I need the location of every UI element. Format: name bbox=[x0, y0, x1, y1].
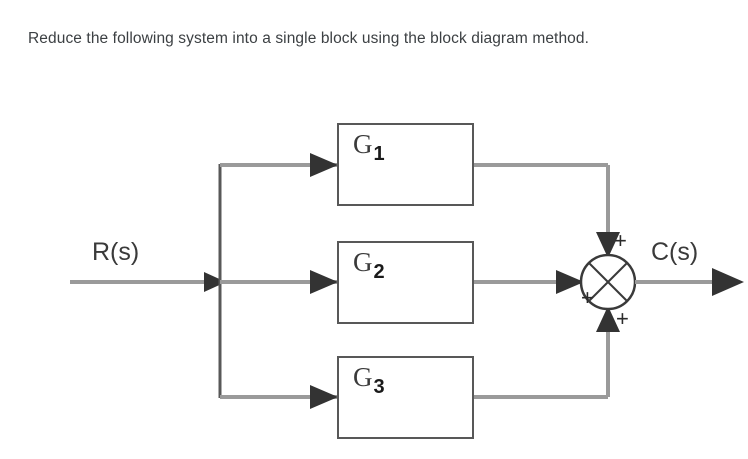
summing-junction-sign-bottom: + bbox=[616, 306, 629, 331]
arrowhead-input-branch bbox=[204, 272, 226, 292]
block-g3-subscript: 3 bbox=[373, 376, 385, 398]
input-signal-label: R(s) bbox=[92, 238, 140, 266]
block-g1-base: G bbox=[353, 129, 373, 159]
transfer-function-block-g3: G3 bbox=[337, 356, 474, 439]
block-g2-label: G2 bbox=[353, 247, 385, 283]
block-g1-label: G1 bbox=[353, 129, 385, 165]
output-signal-label: C(s) bbox=[651, 238, 699, 266]
block-g2-subscript: 2 bbox=[373, 261, 385, 283]
arrowhead-into-sum-left bbox=[556, 270, 584, 294]
block-g2-base: G bbox=[353, 247, 373, 277]
summing-junction-sign-top: + bbox=[614, 228, 627, 253]
summing-junction-sign-left: + bbox=[581, 285, 594, 310]
block-g3-label: G3 bbox=[353, 362, 385, 398]
arrowhead-output bbox=[712, 268, 744, 296]
arrowhead-into-g2 bbox=[310, 270, 338, 294]
arrowhead-into-sum-top bbox=[596, 232, 620, 258]
block-g3-base: G bbox=[353, 362, 373, 392]
arrowhead-into-g1 bbox=[310, 153, 338, 177]
question-prompt: Reduce the following system into a singl… bbox=[28, 30, 590, 47]
block-g1-subscript: 1 bbox=[373, 143, 385, 165]
arrowhead-into-g3 bbox=[310, 385, 338, 409]
transfer-function-block-g2: G2 bbox=[337, 241, 474, 324]
summing-junction-cross-b bbox=[588, 262, 628, 302]
transfer-function-block-g1: G1 bbox=[337, 123, 474, 206]
arrowhead-into-sum-bottom bbox=[596, 306, 620, 332]
